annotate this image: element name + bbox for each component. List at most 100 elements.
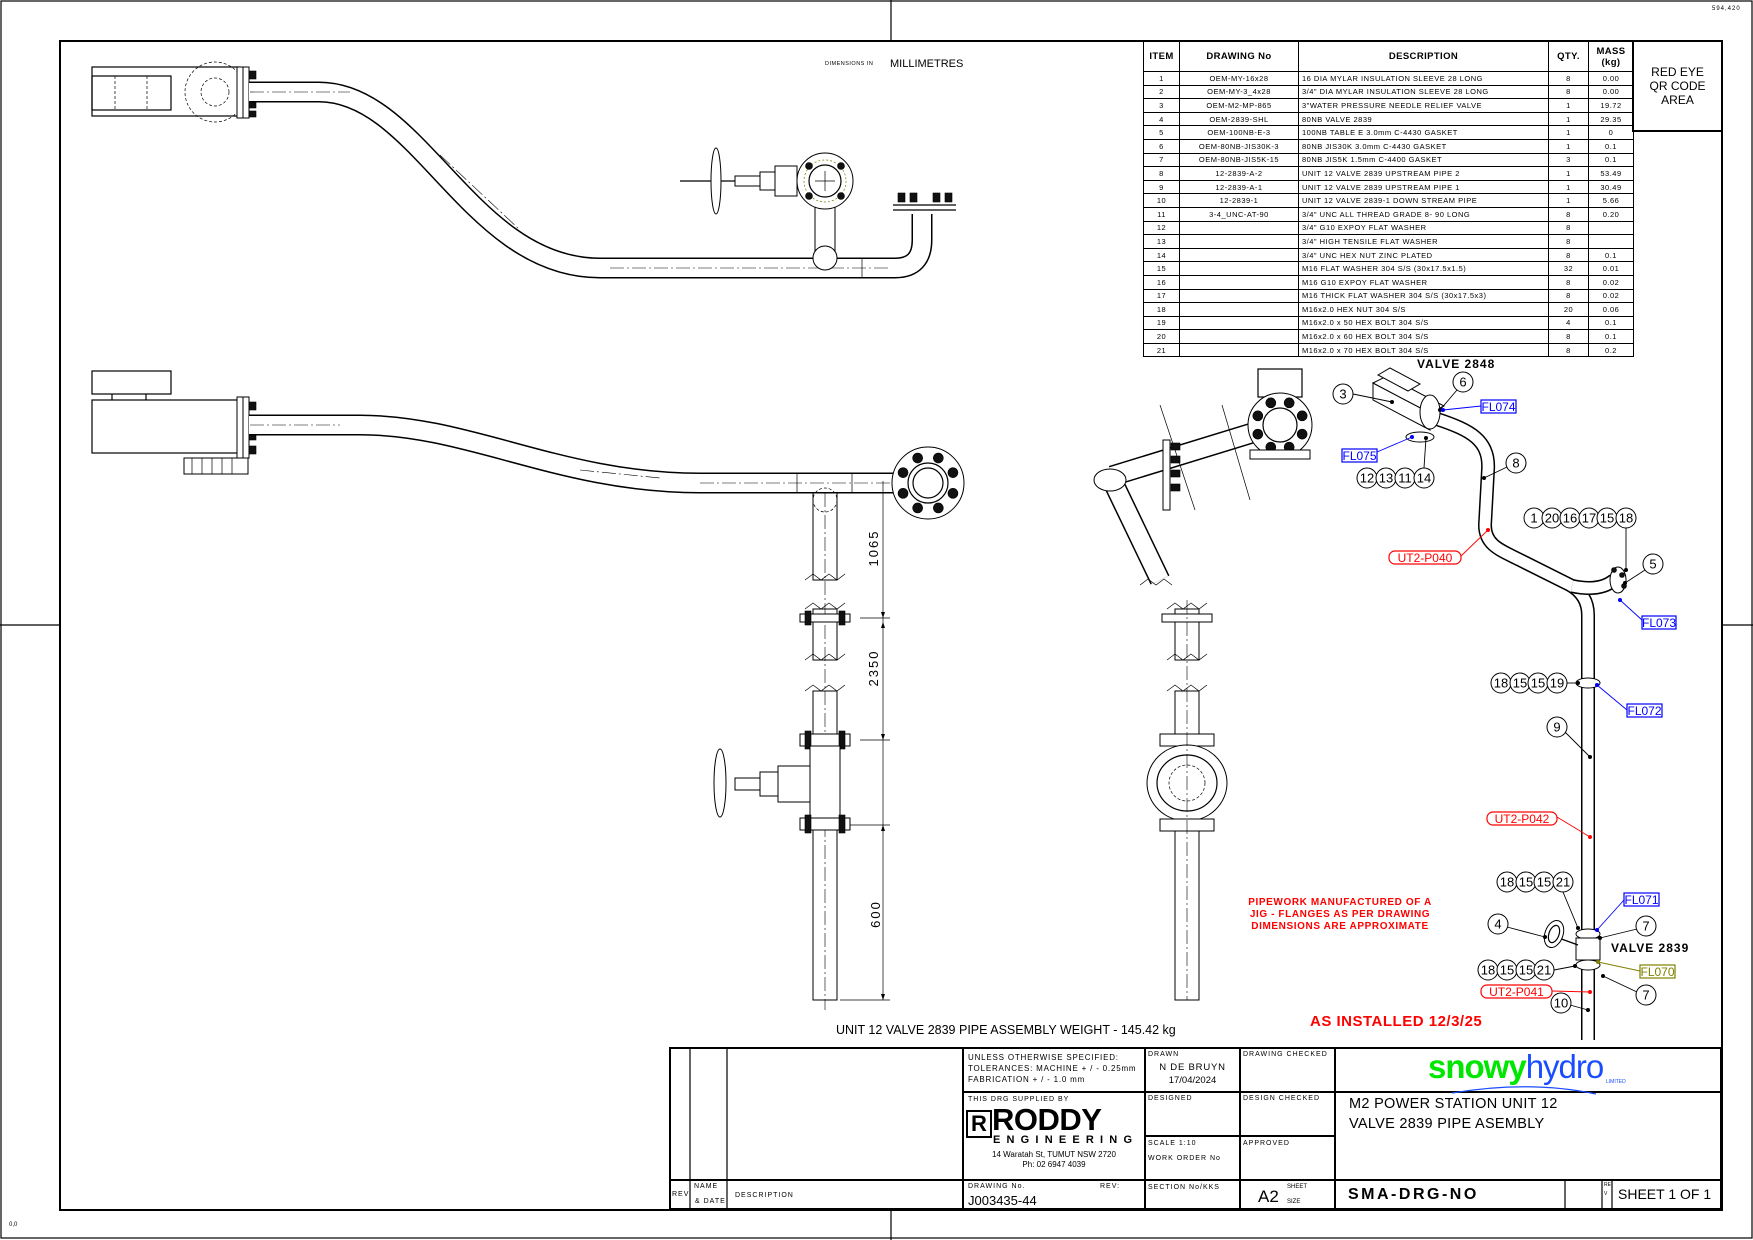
bom-cell-drawing: OEM-80NB-JIS5K-15	[1179, 152, 1299, 168]
balloon-label: 15	[1519, 963, 1533, 978]
valve-2848-label: VALVE 2848	[1417, 357, 1496, 371]
bom-cell-item: 10	[1143, 193, 1180, 208]
leader-line	[1624, 569, 1646, 584]
balloon-label: 10	[1554, 996, 1568, 1011]
bom-cell-description: 80NB JIS5K 1.5mm C-4400 GASKET	[1298, 152, 1549, 168]
leader-line	[1506, 926, 1546, 938]
balloon-label: 12	[1360, 471, 1374, 486]
leader-dot	[1576, 926, 1580, 930]
flange-bolt	[912, 502, 923, 514]
bill-of-materials-table: ITEM DRAWING No DESCRIPTION QTY. MASS (k…	[1143, 41, 1634, 358]
drawing-title-line-1: M2 POWER STATION UNIT 12	[1349, 1096, 1558, 1112]
bom-header-item: ITEM	[1143, 41, 1180, 72]
note-line-3: DIMENSIONS ARE APPROXIMATE	[1251, 921, 1429, 932]
balloon-label: 1	[1530, 511, 1537, 526]
balloon-label: 13	[1379, 471, 1393, 486]
leader-dot	[1588, 990, 1592, 994]
tag-label: FL073	[1642, 616, 1676, 630]
tag-label: UT2-P040	[1398, 551, 1453, 565]
flange-bolt	[933, 452, 944, 464]
leader-dot	[1441, 408, 1445, 412]
balloon-label: 15	[1537, 875, 1551, 890]
bom-cell-qty: 8	[1548, 288, 1589, 304]
valve-2839-label: VALVE 2839	[1611, 941, 1690, 955]
bom-cell-qty: 8	[1548, 206, 1589, 222]
balloon-label: 19	[1550, 676, 1564, 691]
leader-line	[1597, 961, 1641, 972]
item-balloon: 6	[1452, 371, 1474, 393]
bom-cell-qty: 8	[1548, 234, 1589, 249]
item-balloon: 7	[1635, 915, 1657, 937]
bom-cell-item: 9	[1143, 179, 1180, 195]
balloon-label: 15	[1519, 875, 1533, 890]
item-balloon: 1	[1523, 507, 1545, 529]
item-balloon: 5	[1642, 553, 1664, 575]
leader-dot	[1623, 581, 1627, 585]
bom-cell-drawing	[1179, 234, 1299, 249]
tag-label: FL071	[1624, 893, 1658, 907]
rev-vertical-label: REV	[1604, 1182, 1611, 1197]
designed-label: DESIGNED	[1148, 1095, 1193, 1102]
bom-cell-description: 3/4" UNC HEX NUT ZINC PLATED	[1298, 247, 1549, 263]
item-balloon: 4	[1487, 913, 1509, 935]
name-header: NAME	[694, 1183, 719, 1190]
drawing-number: J003435-44	[968, 1193, 1037, 1208]
bom-cell-item: 4	[1143, 111, 1180, 127]
bom-cell-description: 80NB JIS30K 3.0mm C-4430 GASKET	[1298, 138, 1549, 154]
drawing-title-line-2: VALVE 2839 PIPE ASEMBLY	[1349, 1116, 1545, 1132]
note-line-1: PIPEWORK MANUFACTURED OF A	[1248, 897, 1432, 908]
tag-label: FL070	[1640, 965, 1674, 979]
bom-cell-description: M16x2.0 x 50 HEX BOLT 304 S/S	[1298, 315, 1549, 331]
bom-cell-item: 2	[1143, 84, 1180, 100]
bom-cell-drawing	[1179, 261, 1299, 276]
bom-cell-item: 1	[1143, 71, 1180, 86]
supplier-phone: Ph: 02 6947 4039	[1022, 1160, 1086, 1169]
rev-label: REV:	[1100, 1183, 1121, 1190]
leader-line	[1423, 437, 1427, 469]
bom-cell-item: 19	[1143, 315, 1180, 331]
leader-dot	[1486, 528, 1490, 532]
flange-bolt	[897, 467, 909, 478]
item-balloon: 16	[1559, 507, 1581, 529]
dimension-2350: 2350	[866, 650, 881, 687]
bom-cell-drawing	[1179, 288, 1299, 304]
snowy-logo-suffix: LIMITED	[1606, 1079, 1626, 1085]
bom-cell-description: 3/4" DIA MYLAR INSULATION SLEEVE 28 LONG	[1298, 84, 1549, 100]
bom-header-drawing: DRAWING No	[1179, 41, 1299, 72]
snowy-hydro-logo: snowyhydro	[1428, 1048, 1605, 1085]
bom-cell-description: M16 G10 EXPOY FLAT WASHER	[1298, 274, 1549, 290]
drawn-date: 17/04/2024	[1168, 1075, 1217, 1086]
roddy-logo-mark: R	[966, 1110, 992, 1138]
leader-line	[1596, 684, 1628, 711]
approved-label: APPROVED	[1243, 1140, 1290, 1147]
balloon-label: 8	[1512, 456, 1519, 471]
qr-code-area-label: RED EYE QR CODE AREA	[1633, 65, 1722, 107]
leader-dot	[1624, 568, 1628, 572]
sheet-size-label-2: SIZE	[1287, 1199, 1301, 1205]
balloon-label: 18	[1494, 676, 1508, 691]
flange-bolt	[933, 502, 944, 514]
balloon-label: 18	[1619, 511, 1633, 526]
bom-cell-mass: 5.66	[1588, 193, 1634, 208]
balloon-label: 15	[1500, 963, 1514, 978]
item-balloon: 21	[1552, 871, 1574, 893]
bom-cell-item: 8	[1143, 166, 1180, 181]
item-balloon: 15	[1515, 959, 1537, 981]
elevation-view: 1065 2350 600	[91, 370, 965, 1010]
assembly-weight-caption: UNIT 12 VALVE 2839 PIPE ASSEMBLY WEIGHT …	[836, 1023, 1176, 1037]
snowy-logo-part2: hydro	[1525, 1048, 1605, 1085]
bom-cell-description: 3/4" HIGH TENSILE FLAT WASHER	[1298, 234, 1549, 249]
item-balloon: 7	[1635, 984, 1657, 1006]
item-balloon: 12	[1356, 467, 1378, 489]
bom-cell-drawing	[1179, 302, 1299, 317]
bom-cell-mass: 19.72	[1588, 98, 1634, 113]
bom-cell-qty: 8	[1548, 247, 1589, 263]
bom-cell-mass: 0.02	[1588, 274, 1634, 290]
bom-cell-description: 3"WATER PRESSURE NEEDLE RELIEF VALVE	[1298, 98, 1549, 113]
item-balloon: 17	[1578, 507, 1600, 529]
tolerance-line-2: TOLERANCES: MACHINE + / - 0.25mm	[968, 1064, 1137, 1073]
